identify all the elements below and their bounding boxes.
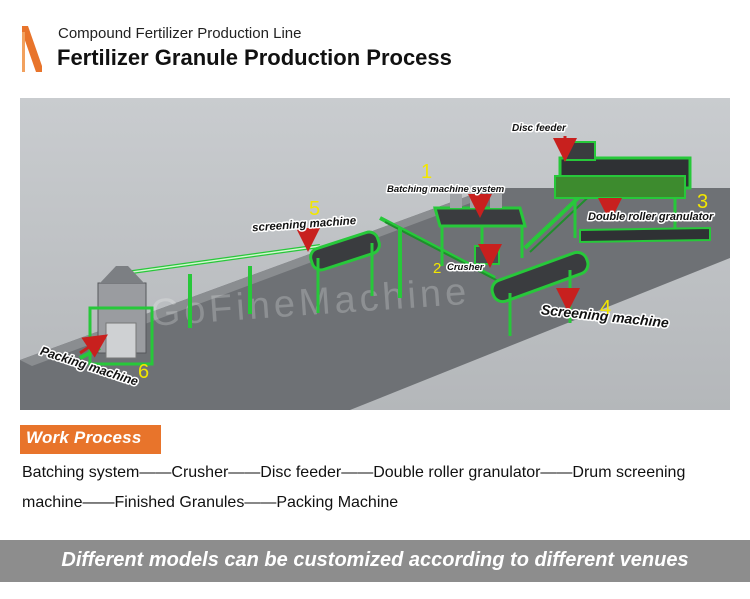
footer-text: Different models can be customized accor…	[61, 549, 689, 571]
step-number-5: 5	[309, 198, 320, 220]
step-number-4: 4	[600, 297, 611, 319]
production-line-diagram: GoFineMachine	[20, 98, 730, 410]
work-process-line-2: machine——Finished Granules——Packing Mach…	[22, 494, 399, 511]
page-title: Fertilizer Granule Production Process	[57, 45, 452, 70]
work-process-title: Work Process	[26, 428, 142, 447]
header-subtitle: Compound Fertilizer Production Line	[58, 25, 302, 42]
label-double-roller-granulator: Double roller granulator	[588, 211, 714, 223]
work-process-line-1: Batching system——Crusher——Disc feeder——D…	[22, 464, 686, 481]
step-number-3: 3	[697, 191, 708, 213]
footer-banner	[0, 540, 750, 582]
work-process-badge	[20, 425, 161, 454]
drum-screening-machine	[490, 250, 590, 336]
header-accent-icon	[22, 26, 42, 72]
label-disc-feeder: Disc feeder	[512, 123, 567, 134]
label-crusher: Crusher	[447, 262, 485, 273]
indicator-arrows	[79, 136, 622, 358]
step-number-2: 2	[433, 260, 441, 277]
double-roller-granulator	[554, 141, 711, 244]
step-number-6: 6	[138, 361, 149, 383]
screening-machine-top	[309, 230, 381, 313]
step-number-1: 1	[421, 161, 432, 183]
label-batching-machine-system: Batching machine system	[387, 184, 505, 195]
